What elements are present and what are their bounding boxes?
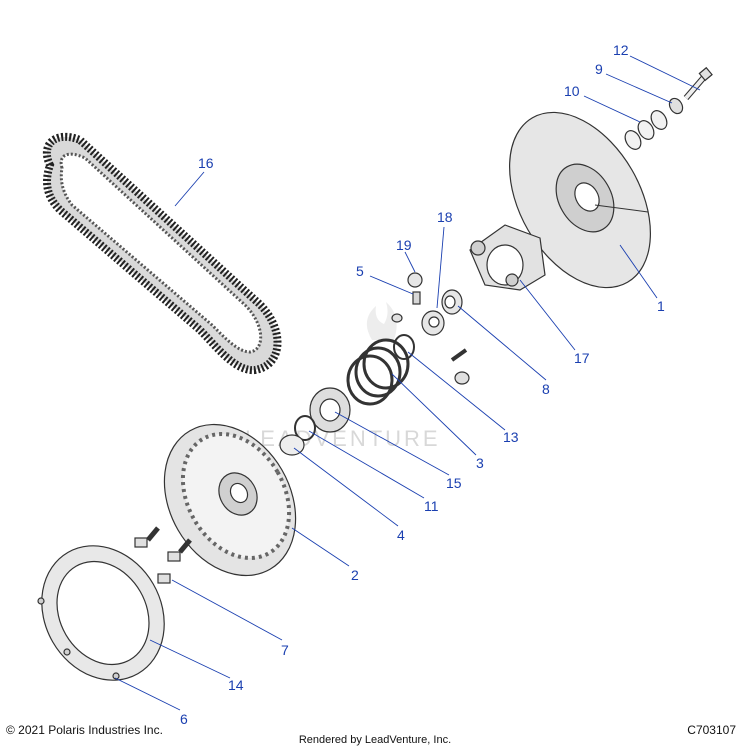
- cover-plate-part: [41, 545, 165, 681]
- callout-labels: 12 9 10 16 18 19 5 1 17 8 13 3 15 11 4 2…: [180, 42, 665, 727]
- callout-10: 10: [564, 83, 580, 99]
- washer-part: [668, 97, 684, 115]
- flange-bolt-part: [134, 526, 192, 584]
- copyright-notice: © 2021 Polaris Industries Inc.: [6, 723, 163, 737]
- drive-belt-part: [42, 132, 282, 375]
- retaining-ring-part: [294, 415, 316, 441]
- snap-ring-part: [393, 334, 415, 360]
- spacer-washers-part: [624, 110, 668, 150]
- pin-part: [391, 291, 421, 323]
- callout-4: 4: [397, 527, 405, 543]
- callout-7: 7: [281, 642, 289, 658]
- clutch-spring-part: [346, 338, 410, 406]
- rendered-by-credit: Rendered by LeadVenture, Inc.: [298, 734, 452, 746]
- roller-weight-part: [407, 272, 423, 288]
- callout-6: 6: [180, 711, 188, 727]
- spider-part: [469, 224, 546, 291]
- watermark-flame-icon: [366, 302, 397, 340]
- leader-lines: [114, 55, 701, 711]
- callout-8: 8: [542, 381, 550, 397]
- callout-14: 14: [228, 677, 244, 693]
- bolt-pin-part: [450, 348, 470, 385]
- callout-16: 16: [198, 155, 214, 171]
- bushing-part: [279, 434, 305, 456]
- callout-17: 17: [574, 350, 590, 366]
- callout-19: 19: [396, 237, 412, 253]
- callout-2: 2: [351, 567, 359, 583]
- callout-3: 3: [476, 455, 484, 471]
- callout-11: 11: [424, 498, 439, 514]
- figure-id: C703107: [687, 723, 736, 737]
- roller-part: [421, 310, 445, 336]
- screw-part: [37, 597, 120, 680]
- callout-1: 1: [657, 298, 665, 314]
- callout-18: 18: [437, 209, 453, 225]
- moveable-sheave-part: [163, 423, 297, 577]
- callout-13: 13: [503, 429, 519, 445]
- retaining-bolt-part: [683, 66, 713, 100]
- fixed-sheave-part: [508, 111, 652, 289]
- callout-5: 5: [356, 263, 364, 279]
- callout-9: 9: [595, 61, 603, 77]
- watermark: LEADVENTURE: [245, 426, 441, 451]
- spring-cup-part: [309, 387, 351, 433]
- roller-bushing-part: [441, 289, 463, 315]
- callout-15: 15: [446, 475, 462, 491]
- callout-12: 12: [613, 42, 629, 58]
